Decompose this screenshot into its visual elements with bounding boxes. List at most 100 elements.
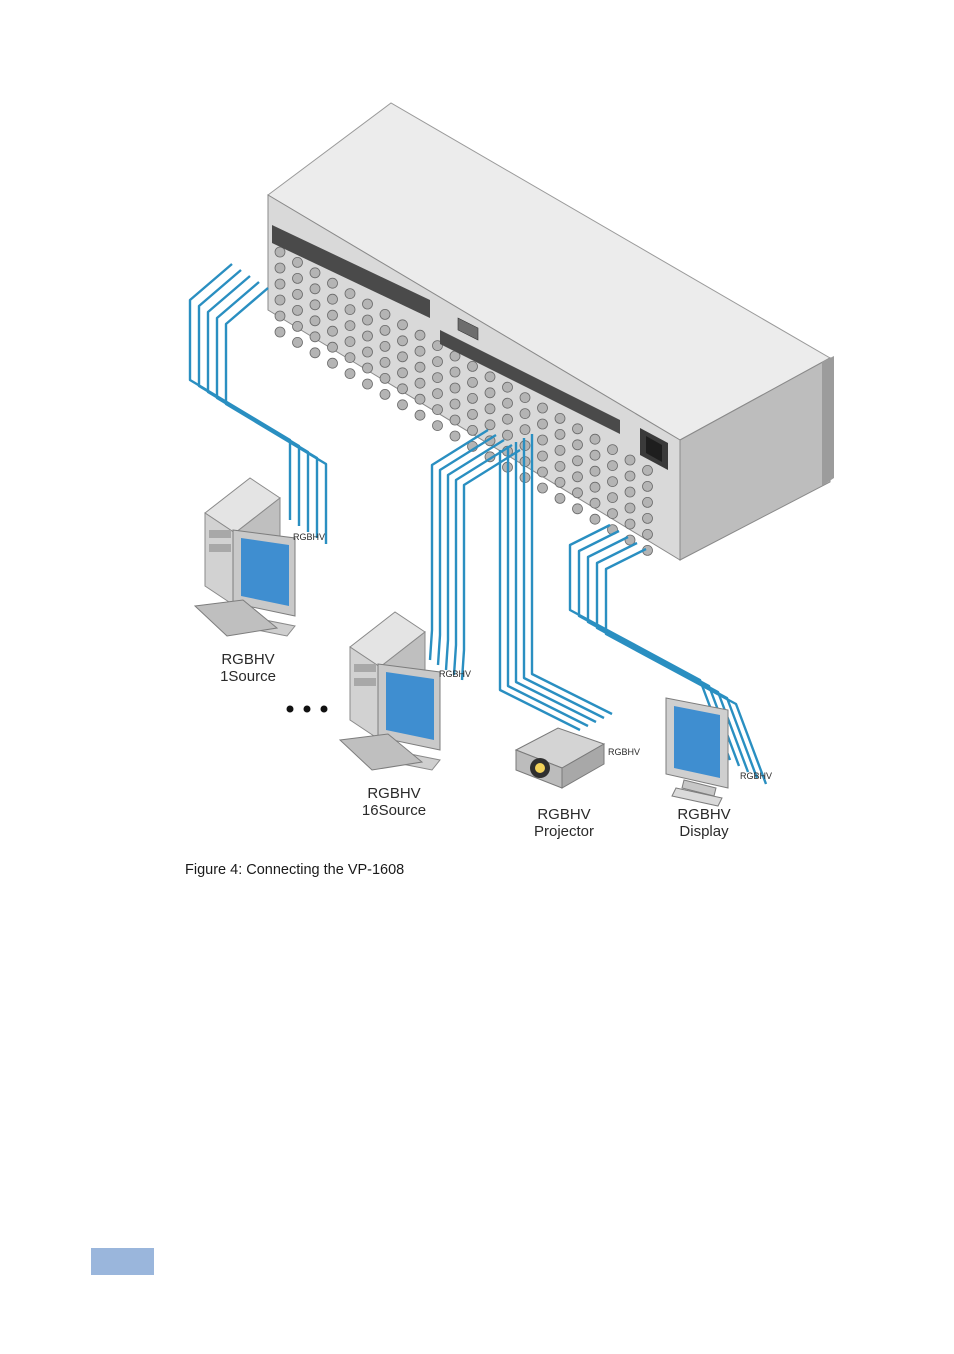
bnc-connector <box>572 439 583 451</box>
cable-source1 <box>206 275 310 532</box>
bnc-connector <box>344 368 356 380</box>
bnc-connector <box>484 387 496 399</box>
bnc-connector <box>449 414 461 426</box>
bnc-connector <box>467 392 478 404</box>
bnc-connector <box>624 470 636 482</box>
bnc-connector <box>274 246 286 258</box>
cable-tag-source16: RGBHV <box>439 669 471 679</box>
cable-source1 <box>197 269 301 526</box>
bnc-connector <box>414 329 426 341</box>
bnc-connector <box>344 288 356 300</box>
bnc-connector <box>484 403 496 415</box>
bnc-connector <box>432 420 443 432</box>
bnc-connector <box>397 367 408 379</box>
bnc-connector <box>589 481 601 493</box>
bnc-connector <box>414 377 426 389</box>
bnc-connector <box>589 513 601 525</box>
bnc-connector <box>344 352 356 364</box>
bnc-connector <box>642 513 653 524</box>
bnc-connector <box>327 277 338 289</box>
bnc-connector <box>572 503 583 515</box>
bnc-connector <box>309 299 321 311</box>
bnc-connector <box>292 320 303 332</box>
bnc-connector <box>554 444 566 456</box>
bnc-connector <box>607 508 618 519</box>
bnc-connector <box>309 283 321 295</box>
cable-tag-projector: RGBHV <box>608 747 640 757</box>
bnc-connector <box>484 371 496 383</box>
bnc-connector <box>467 376 478 388</box>
bnc-connector <box>537 434 548 446</box>
display-label-line1: RGBHV <box>677 806 730 823</box>
projector <box>514 727 606 789</box>
bnc-connector <box>642 496 653 508</box>
bnc-connector <box>624 502 636 514</box>
connection-diagram: RGBHV RGBHV RGBHV RGBHV RGBHV 1Source RG… <box>188 102 834 840</box>
rgbhv-cables <box>188 263 768 785</box>
bnc-connector <box>572 487 583 499</box>
bnc-connector <box>537 450 548 462</box>
bnc-connector <box>362 362 373 374</box>
bnc-connector-grid <box>274 246 653 556</box>
bnc-connector <box>414 409 426 421</box>
bnc-connector <box>379 356 391 368</box>
source-16-computer <box>338 611 441 771</box>
bnc-connector <box>362 330 373 342</box>
source1-label-line1: RGBHV <box>221 651 274 668</box>
bnc-connector <box>414 345 426 357</box>
bnc-connector <box>467 360 478 372</box>
bnc-connector <box>327 325 338 337</box>
bnc-connector <box>327 357 338 369</box>
cable-source16 <box>452 443 513 676</box>
bnc-connector <box>309 267 321 279</box>
bnc-connector <box>379 388 391 400</box>
bnc-connector <box>309 331 321 343</box>
bnc-connector <box>309 315 321 327</box>
bnc-connector <box>467 408 478 420</box>
bnc-connector <box>397 335 408 347</box>
cable-source1 <box>215 281 319 538</box>
bnc-connector <box>554 460 566 472</box>
cable-source1 <box>224 287 328 544</box>
bnc-connector <box>554 492 566 504</box>
page-number-tab <box>91 1248 154 1275</box>
bnc-connector <box>589 497 601 509</box>
bnc-connector <box>554 476 566 488</box>
bnc-connector <box>607 476 618 488</box>
bnc-connector <box>589 465 601 477</box>
bnc-connector <box>379 340 391 352</box>
bnc-connector <box>449 382 461 394</box>
bnc-connector <box>292 256 303 268</box>
projector-label-line1: RGBHV <box>537 806 590 823</box>
bnc-connector <box>624 454 636 466</box>
bnc-connector <box>274 310 286 322</box>
cable-projector <box>514 442 597 724</box>
bnc-connector <box>642 480 653 492</box>
bnc-connector <box>274 294 286 306</box>
bnc-connector <box>537 482 548 494</box>
bnc-connector <box>502 429 513 441</box>
vp-1608-chassis <box>267 102 834 561</box>
figure-caption: Figure 4: Connecting the VP-1608 <box>185 862 405 878</box>
bnc-connector <box>432 404 443 416</box>
bnc-connector <box>292 304 303 316</box>
cable-projector <box>498 450 581 732</box>
bnc-connector <box>519 424 531 436</box>
bnc-connector <box>432 372 443 384</box>
source-1-computer <box>193 477 296 637</box>
bnc-connector <box>572 455 583 467</box>
source16-label-line2: 16Source <box>362 802 426 819</box>
bnc-connector <box>624 486 636 498</box>
cable-source16 <box>436 433 497 666</box>
cable-tag-display: RGBHV <box>740 771 772 781</box>
bnc-connector <box>589 449 601 461</box>
cable-display <box>604 547 768 785</box>
bnc-connector <box>554 412 566 424</box>
bnc-connector <box>572 471 583 483</box>
bnc-connector <box>519 408 531 420</box>
bnc-connector <box>344 304 356 316</box>
bnc-connector <box>519 392 531 404</box>
bnc-connector <box>397 399 408 411</box>
cable-display <box>595 541 759 779</box>
bnc-connector <box>642 464 653 476</box>
